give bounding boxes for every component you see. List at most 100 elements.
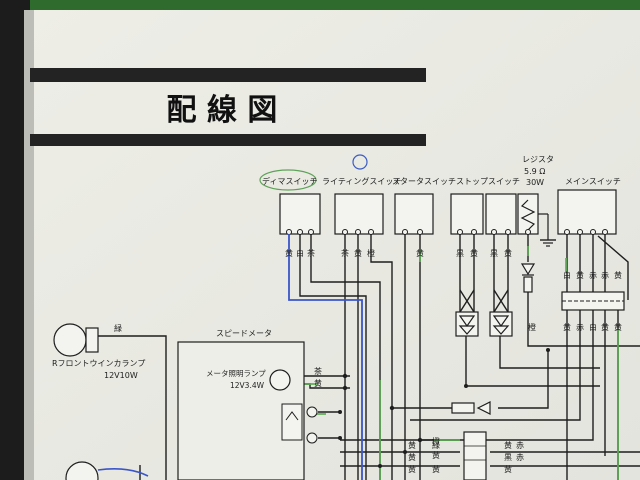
title-bar-bottom [30,134,426,146]
wire-color-connector_left-6: 黄 [408,464,416,474]
speedometer-label: スピードメータ [216,329,272,338]
resistor-diode [451,263,536,415]
turn-lamp-spec: 12V10W [104,371,138,380]
diagram-title: 配 線 図 [167,93,278,128]
page-fold-shadow [24,10,34,480]
wire-color-dimmer-0: 黄 [285,248,293,258]
wire-color-main_lower-3: 黄 [601,322,609,332]
wire-color-main-1: 黄 [576,270,584,280]
wire-color-connector_left-0: 緑 [432,440,440,450]
indicator-terminal-1 [306,406,318,418]
wire-network [98,234,640,480]
turn-lamp-bulb [53,323,87,357]
wire-color-stop-3: 黄 [504,248,512,258]
wire-color-main_lower-4: 黄 [614,322,622,332]
speedometer: スピードメータ メータ照明ランプ 12V3.4W [177,329,318,480]
wire-stop-cross-front [459,289,475,313]
wire-resistor-2 [527,292,640,347]
central-connector [463,431,487,480]
wire-color-dimmer-1: 白 [296,248,304,258]
wire-color-labels: 黄白茶茶黄橙黄黒黄黒黄橙白黄赤赤黄黄赤白黄黄茶緑黄緑黄黄橙黄黄黄黄赤黒赤黄 [114,248,622,474]
turn-lamp-label: Rフロントウインカランプ [52,359,145,368]
turn-lamp-socket [85,327,99,353]
wire-color-connector_left-4: 黄 [408,440,416,450]
lighting-switch-label: ライティングスイッチ [322,176,401,186]
stop-switch-box-rear [485,193,517,235]
wire-color-main-2: 赤 [589,271,597,280]
wire-dimmer-2 [299,234,367,480]
meter-lamp-bulb [269,369,291,391]
main-switch-connector [561,291,625,311]
meter-lamp-label: メータ照明ランプ [206,369,266,378]
wire-color-resistor-1: 橙 [528,322,536,332]
wire-color-stop-0: 黒 [456,249,464,258]
inline-fuse [451,402,475,414]
starter-switch-label: スタータスイッチ [392,177,456,186]
wire-color-main_lower-1: 赤 [576,323,584,332]
dimmer-highlight-circle [259,169,317,191]
wire-color-connector_right-1: 赤 [516,441,524,450]
blue-pen-mark-3 [97,468,149,477]
inline-diode [476,401,491,415]
main-switch: メインスイッチ [557,177,621,235]
indicator-switch-symbol [285,411,299,421]
wire-stop-cross-rear [493,289,509,313]
wire-color-lighting-0: 茶 [341,248,349,258]
wire-main-out-2 [410,310,581,421]
indicator-terminal-2 [306,432,318,444]
lower-lamp-bulb [65,461,99,480]
wire-color-lamp: 茶 [314,366,322,376]
front-turn-lamp: Rフロントウインカランプ 12V10W [52,323,145,480]
lighting-switch-box [334,193,384,235]
meter-lamp-spec: 12V3.4W [230,381,265,390]
resistor-ohm: 5.9 Ω [524,167,545,176]
resistor: レジスタ 5.9 Ω 30W [517,155,556,247]
junction-dots [338,348,550,468]
wire-color-dimmer-2: 茶 [307,248,315,258]
stop-switch-box-front [450,193,484,235]
starter-switch-box [394,193,434,235]
wire-color-connector_left-3: 橙 [432,436,440,446]
wire-color-main-4: 黄 [614,270,622,280]
wire-color-main_lower-2: 白 [589,322,597,332]
main-switch-label: メインスイッチ [565,177,621,186]
indicator-switch-box [281,403,303,441]
resistor-label: レジスタ [522,155,554,164]
wire-color-lighting-1: 黄 [354,248,362,258]
wire-color-ws-1: 黄 [314,378,322,388]
wire-turn-lamp [98,335,167,480]
wire-color-connector_right-4: 黄 [504,464,512,474]
title-bar-top [30,68,426,82]
dimmer-switch-label: ディマスイッチ [262,176,317,186]
wire-color-starter-1: 黄 [416,248,424,258]
stop-switch: ストップスイッチ [450,177,520,235]
wire-color-ws-0: 緑 [114,323,122,333]
wire-color-connector_left-2: 黄 [432,464,440,474]
wire-color-stop-1: 黄 [470,248,478,258]
wire-lighting-3 [370,234,393,480]
wire-color-connector_left-1: 黄 [432,450,440,460]
stop-diode-blocks [455,311,513,337]
wire-color-connector_right-3: 赤 [516,453,524,462]
wire-bus-2 [498,350,549,409]
wire-color-connector_left-5: 黄 [408,452,416,462]
blue-pen-mark [352,154,368,170]
switch-pins [286,229,608,235]
dimmer-switch: ディマスイッチ [259,169,321,235]
wire-color-main_lower-0: 黄 [563,322,571,332]
wire-color-main-3: 赤 [601,271,609,280]
wire-color-lighting-2: 橙 [367,248,375,258]
dimmer-switch-box [279,193,321,235]
stop-switch-label: ストップスイッチ [456,177,520,186]
main-switch-box [557,189,617,235]
wire-color-connector_right-2: 黒 [504,453,512,462]
wire-main-5 [597,235,629,300]
wire-color-main-0: 白 [563,270,571,280]
blue-pen-trace [288,234,363,480]
lighting-switch: ライティングスイッチ [322,154,401,235]
resistor-watt: 30W [526,178,544,187]
wire-color-stop-2: 黒 [490,249,498,258]
resistor-zigzag [520,199,536,231]
